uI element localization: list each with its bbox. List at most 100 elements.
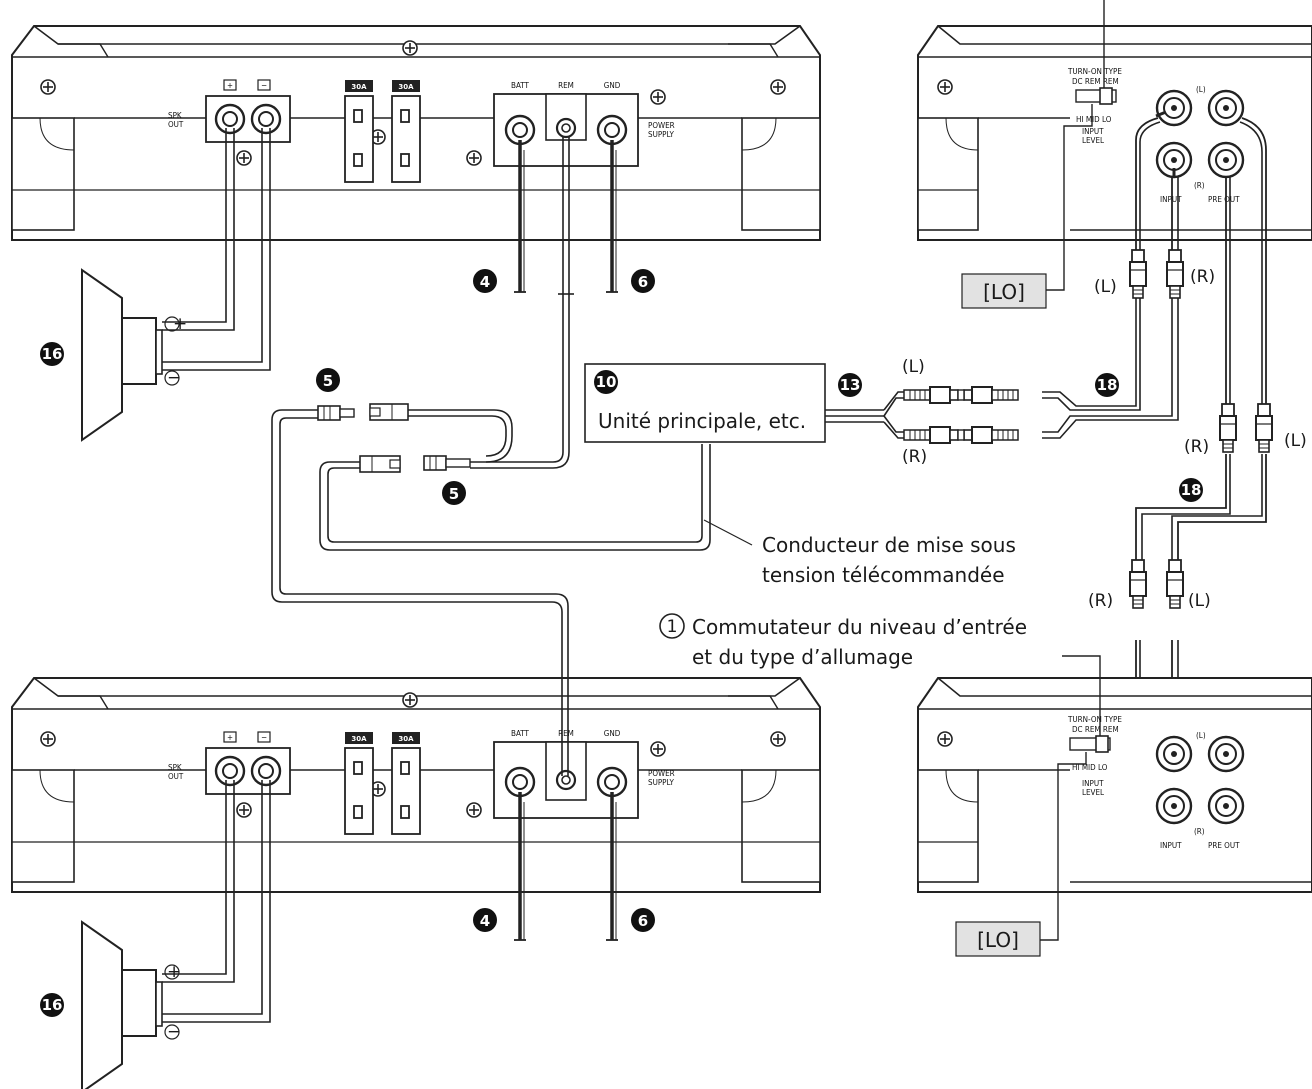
switch-bottom-marks: HI MID LO: [1076, 115, 1112, 124]
svg-text:5: 5: [449, 485, 459, 503]
spk-minus-terminal-bottom: [250, 755, 282, 787]
lo-box-bottom: [955, 921, 1041, 957]
pre-out-label-bottom: PRE OUT: [1208, 841, 1240, 850]
spk-plus-terminal: [214, 103, 246, 135]
gnd-terminal: [596, 114, 628, 146]
svg-text:10: 10: [596, 373, 617, 391]
jack-input-l-bottom[interactable]: [1155, 735, 1193, 773]
speaker-top: [81, 269, 163, 441]
speaker-top-plus: +: [173, 314, 187, 334]
lo-label-bottom: [LO]: [977, 928, 1019, 952]
circled-one-label: 1: [667, 617, 678, 637]
svg-text:18: 18: [1181, 481, 1202, 499]
head-panel-bottom: TURN-ON TYPE DC REM REM HI MID LO INPUT …: [917, 677, 1312, 893]
badge-4-top: 4: [473, 269, 497, 293]
badge-16-bottom: 16: [40, 993, 64, 1017]
remote-lead-label-line2: tension télécommandée: [762, 563, 1005, 587]
fuse-2: [391, 95, 421, 183]
svg-text:5: 5: [323, 372, 333, 390]
fuse-1-rating-bottom: 30A: [351, 735, 367, 743]
badge-18-mid: 18: [1179, 478, 1203, 502]
jack-preout-r-top[interactable]: [1207, 141, 1245, 179]
badge-18-top: 18: [1095, 373, 1119, 397]
svg-text:13: 13: [840, 376, 861, 394]
lo-label-top: [LO]: [983, 280, 1025, 304]
batt-label: BATT: [511, 81, 529, 90]
badge-6-bottom: 6: [631, 908, 655, 932]
input-label: INPUT: [1160, 195, 1182, 204]
preout-r-label: (R): [1184, 437, 1209, 457]
fuse-1-rating: 30A: [351, 83, 367, 91]
power-supply-label-line2: SUPPLY: [648, 130, 674, 139]
jack-preout-r-bottom[interactable]: [1207, 787, 1245, 825]
spk-minus-terminal: [250, 103, 282, 135]
head-top-l-label: (L): [1094, 277, 1117, 297]
main-unit-label: Unité principale, etc.: [598, 409, 806, 433]
pre-out-label: PRE OUT: [1208, 195, 1240, 204]
svg-text:6: 6: [638, 912, 648, 930]
badge-5-bottom: 5: [442, 481, 466, 505]
turn-on-type-label-bottom: TURN-ON TYPE: [1067, 715, 1122, 724]
jack-preout-l-top[interactable]: [1207, 89, 1245, 127]
input-level-label-line1-bottom: INPUT: [1082, 779, 1104, 788]
svg-text:16: 16: [42, 996, 63, 1014]
rem-label: REM: [558, 81, 574, 90]
badge-10: 10: [594, 370, 618, 394]
spk-minus-label-bottom: −: [261, 733, 267, 742]
remote-lead-label-line1: Conducteur de mise sous: [762, 533, 1016, 557]
spk-plus-label-bottom: +: [227, 733, 233, 742]
batt-label-bottom: BATT: [511, 729, 529, 738]
rca-cables-to-head-top: [1135, 110, 1179, 252]
bottom-input-r-label: (R): [1088, 591, 1113, 611]
rca-plugs-preout-out: [1219, 403, 1273, 453]
spk-out-label-line2-bottom: OUT: [168, 772, 184, 781]
switch-bottom-marks-bottom: HI MID LO: [1072, 763, 1108, 772]
badge-6-top: 6: [631, 269, 655, 293]
input-level-label-line2-bottom: LEVEL: [1082, 788, 1104, 797]
amplifier-bottom: SPK OUT + − 30A 30A BATT REM GND POWER S…: [11, 677, 821, 893]
badge-4-bottom: 4: [473, 908, 497, 932]
rem-label-bottom: REM: [558, 729, 574, 738]
power-supply-label-line1-bottom: POWER: [648, 769, 675, 778]
circled-one-marker: [659, 613, 685, 639]
speaker-bottom-minus: −: [167, 1022, 181, 1042]
jack-input-r-bottom[interactable]: [1155, 787, 1193, 825]
head-top-r-label: (R): [1190, 267, 1215, 287]
bottom-amp-power-wires: [514, 792, 618, 941]
input-label-bottom: INPUT: [1160, 841, 1182, 850]
switch-top-marks-bottom: DC REM REM: [1072, 725, 1119, 734]
speaker-bottom: [81, 921, 163, 1089]
speaker-wires-bottom: [162, 780, 271, 1023]
jack-r-label: (R): [1194, 181, 1205, 190]
rca-plug-pair-main: [903, 386, 1019, 444]
jack-preout-l-bottom[interactable]: [1207, 735, 1245, 773]
main-r-label: (R): [902, 447, 927, 467]
bottom-input-l-label: (L): [1188, 591, 1211, 611]
remote-wiring: [271, 136, 711, 776]
speaker-bottom-plus: +: [167, 962, 181, 982]
batt-terminal: [504, 114, 536, 146]
jack-l-label: (L): [1196, 85, 1206, 94]
bullet-connector-top: [317, 403, 409, 421]
input-level-label-line1: INPUT: [1082, 127, 1104, 136]
speaker-wires-top: [162, 128, 271, 371]
svg-text:4: 4: [480, 912, 490, 930]
head-panel-top: TURN-ON TYPE DC REM REM HI MID LO INPUT …: [917, 25, 1312, 241]
jack-r-label-bottom: (R): [1194, 827, 1205, 836]
switch-callout-line1: Commutateur du niveau d’entrée: [692, 615, 1027, 639]
spk-minus-label: −: [261, 81, 267, 90]
jack-l-label-bottom: (L): [1196, 731, 1206, 740]
jack-input-l-top[interactable]: [1155, 89, 1193, 127]
svg-text:4: 4: [480, 273, 490, 291]
fuse-2-rating: 30A: [398, 83, 414, 91]
main-unit-box: [584, 363, 826, 443]
power-supply-label-line1: POWER: [648, 121, 675, 130]
svg-text:6: 6: [638, 273, 648, 291]
gnd-label-bottom: GND: [604, 729, 621, 738]
rca-plug-tails-top: [1135, 298, 1179, 336]
preout-cables: [1135, 117, 1267, 562]
speaker-top-minus: −: [167, 368, 181, 388]
fuse-2-rating-bottom: 30A: [398, 735, 414, 743]
lo-box-top: [961, 273, 1047, 309]
